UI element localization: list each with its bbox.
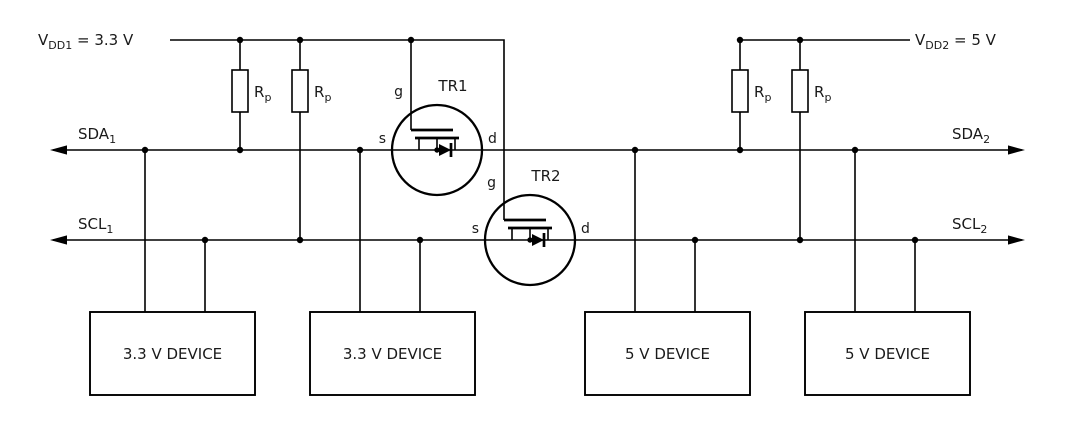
tr2-drain-label: d [581,221,590,237]
junction-dot [201,236,209,244]
sda1-label: SDA1 [78,125,116,146]
pullup-resistor-2: Rp [291,69,331,113]
vdd2-label: VDD2 = 5 V [915,31,997,52]
resistor-symbol [231,69,249,113]
junction-dot [691,236,699,244]
junction-dot [796,36,804,44]
scl1-arrow-icon [50,235,67,245]
tr1-name-label: TR1 [437,77,467,95]
junction-dot [434,147,440,153]
junction-dots [141,36,919,244]
resistor-label: Rp [754,83,771,104]
scl2-arrow-icon [1008,235,1025,245]
junction-dot [407,36,415,44]
tr1-drain-label: d [488,131,497,147]
junction-dot [796,236,804,244]
pullup-resistor-1: Rp [231,69,271,113]
device-box-outline [89,311,256,396]
junction-dot [851,146,859,154]
junction-dot [141,146,149,154]
tr2-name-label: TR2 [530,167,560,185]
scl2-label: SCL2 [952,215,987,236]
device-box-outline [584,311,751,396]
pullup-resistor-4: Rp [791,69,831,113]
vdd1-label: VDD1 = 3.3 V [38,31,134,52]
sda2-arrow-icon [1008,145,1025,155]
junction-dot [356,146,364,154]
tr1-source-label: s [379,131,386,147]
device-box-3: 5 V DEVICE [584,311,751,396]
junction-dot [236,146,244,154]
resistor-label: Rp [814,83,831,104]
tr1-gate-label: g [394,84,403,100]
device-label: 3.3 V DEVICE [343,345,442,363]
resistor-label: Rp [254,83,271,104]
tr2-body-diode-icon [532,234,544,246]
wire-vdd1-rail [170,39,505,220]
junction-dot [296,36,304,44]
resistor-symbol [791,69,809,113]
junction-dot [631,146,639,154]
junction-dot [296,236,304,244]
tr2-gate-label: g [487,175,496,191]
junction-dot [736,36,744,44]
resistor-symbol [731,69,749,113]
resistor-symbol [291,69,309,113]
vdd1-rail [170,39,505,220]
tr2-source-label: s [472,221,479,237]
sda1-arrow-icon [50,145,67,155]
device-label: 5 V DEVICE [845,345,930,363]
device-box-outline [804,311,971,396]
junction-dot [911,236,919,244]
scl1-label: SCL1 [78,215,113,236]
junction-dot [736,146,744,154]
device-box-2: 3.3 V DEVICE [309,311,476,396]
device-box-4: 5 V DEVICE [804,311,971,396]
device-box-outline [309,311,476,396]
tr1-body-diode-icon [439,144,451,156]
device-label: 3.3 V DEVICE [123,345,222,363]
junction-dot [416,236,424,244]
transistor-tr2: TR2 g s d [472,167,590,247]
junction-dot [236,36,244,44]
device-box-1: 3.3 V DEVICE [89,311,256,396]
sda2-label: SDA2 [952,125,990,146]
device-label: 5 V DEVICE [625,345,710,363]
transistor-tr1: TR1 g s d [379,77,497,157]
resistor-label: Rp [314,83,331,104]
pullup-resistor-3: Rp [731,69,771,113]
junction-dot [527,237,533,243]
